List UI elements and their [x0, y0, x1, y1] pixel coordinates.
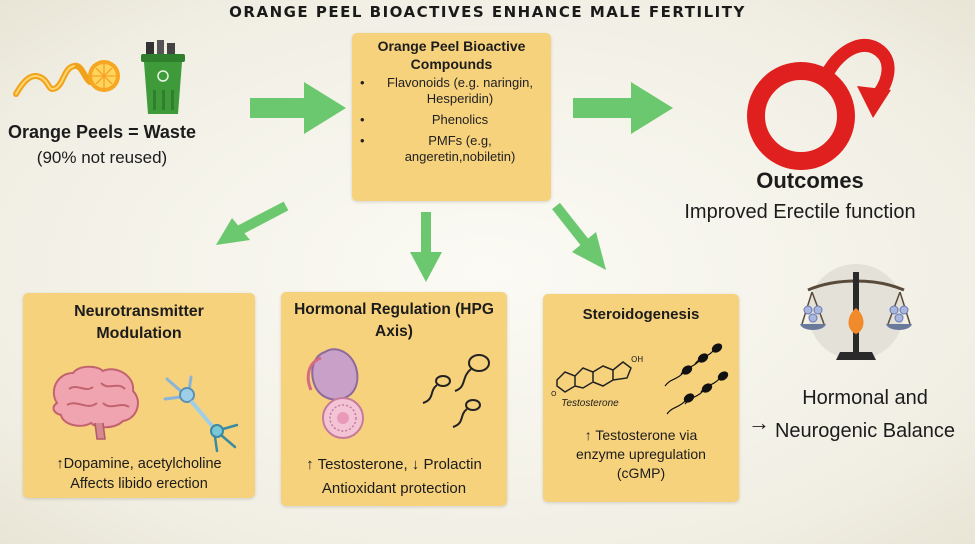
recycle-bin-icon	[141, 40, 185, 114]
gland-icon	[306, 348, 364, 439]
hormonal-line2: Antioxidant protection	[321, 480, 467, 497]
arrow-waste-to-compounds	[250, 82, 346, 134]
male-symbol-icon	[747, 38, 895, 170]
steroid-title: Steroidogenesis	[582, 306, 700, 323]
orange-peel-icon	[13, 60, 120, 97]
waste-sublabel: (90% not reused)	[36, 148, 168, 167]
hormonal-line1: ↑ Testosterone, ↓ Prolactin	[306, 456, 482, 473]
svg-text:O: O	[551, 390, 557, 398]
sperm-icon	[422, 354, 490, 428]
hormonal-box: Hormonal Regulation (HPG Axis) ↑ Testost…	[281, 292, 507, 506]
neuron-icon	[163, 375, 239, 453]
balance-text: Hormonal and Neurogenic Balance	[774, 387, 956, 442]
list-item: Phenolics	[360, 112, 546, 128]
steroid-text: ↑ Testosterone via enzyme upregulation (…	[576, 427, 706, 481]
hormonal-title: Hormonal Regulation (HPG Axis)	[294, 301, 494, 340]
arrow-compounds-to-outcomes	[573, 82, 673, 134]
brain-icon	[52, 365, 139, 440]
balance-arrow: →	[748, 410, 770, 435]
outcomes-title: Outcomes	[756, 168, 864, 193]
neuro-line1: ↑Dopamine, acetylcholine	[56, 456, 222, 472]
arrow-to-neuro	[216, 201, 289, 245]
neuro-title: Neurotransmitter Modulation	[74, 303, 204, 342]
compounds-title: Orange Peel Bioactive Compounds	[377, 38, 526, 72]
sperm-cluster-icon	[664, 343, 729, 415]
waste-label: Orange Peels = Waste	[8, 122, 196, 142]
compounds-list: Flavonoids (e.g. naringin, Hesperidin) P…	[360, 75, 546, 170]
arrow-to-hormonal	[410, 212, 442, 282]
neuro-box: Neurotransmitter Modulation ↑Dopamine, a…	[23, 293, 255, 498]
svg-text:OH: OH	[631, 355, 643, 364]
page-title: ORANGE PEEL BIOACTIVES ENHANCE MALE FERT…	[229, 3, 746, 21]
arrow-to-steroid	[552, 202, 606, 270]
compounds-box: Orange Peel Bioactive Compounds Flavonoi…	[352, 33, 551, 201]
molecule-label: Testosterone	[561, 398, 619, 409]
balance-scale-icon	[800, 264, 912, 360]
list-item: PMFs (e.g, angeretin,nobiletin)	[360, 133, 546, 165]
list-item: Flavonoids (e.g. naringin, Hesperidin)	[360, 75, 546, 107]
steroid-box: Steroidogenesis OH O Testosterone ↑ Test…	[543, 294, 739, 502]
neuro-line2: Affects libido erection	[70, 476, 208, 492]
outcomes-text: Improved Erectile function	[684, 201, 916, 223]
testosterone-molecule-icon: OH O	[551, 355, 643, 398]
